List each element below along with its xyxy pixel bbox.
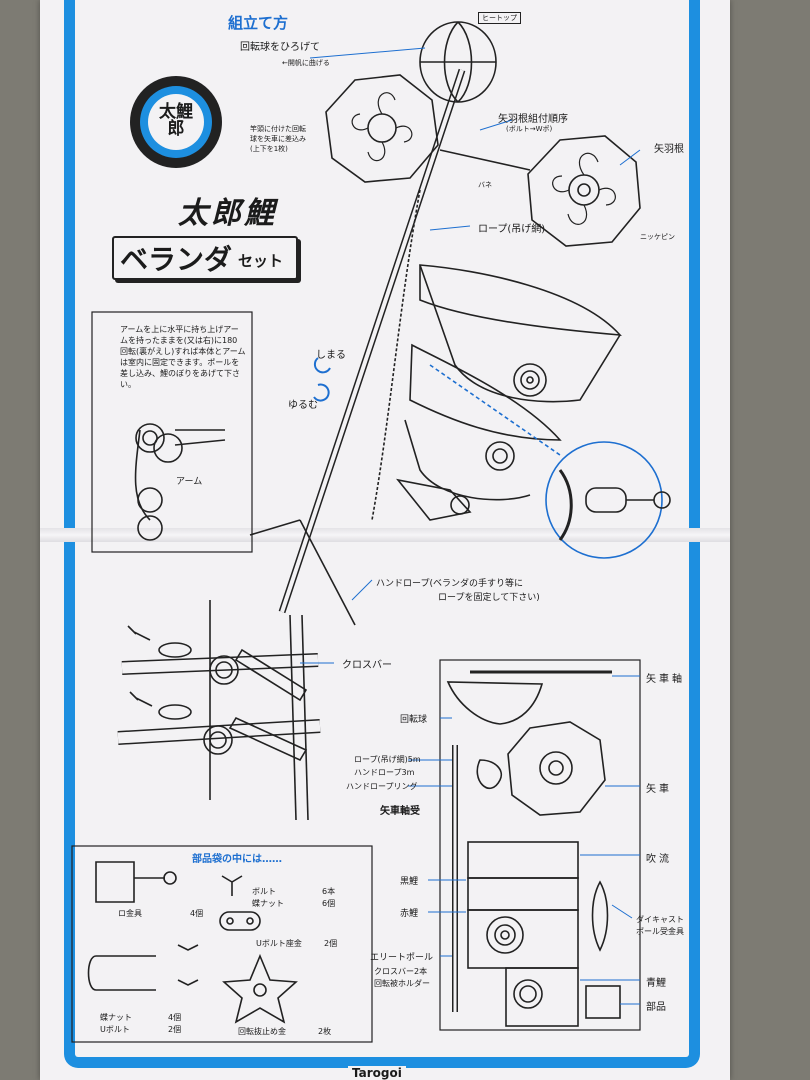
part-hand-rope: ハンドロープ3m (354, 768, 415, 777)
wing-order-sub: (ボルト→Wポ) (506, 125, 553, 133)
bag-bolt-qty: 6本 (322, 887, 336, 896)
bag-butterfly-nut: 蝶ナット (100, 1013, 132, 1022)
part-diecast2: ポール受金具 (636, 927, 684, 936)
wing-order: 矢羽根組付順序 (498, 114, 568, 125)
brand-title: 太郎鯉 (178, 196, 277, 231)
bag-wing-nut-qty: 6個 (322, 899, 336, 908)
bag-u-bolt: Uボルト (100, 1025, 130, 1034)
loosen-label: ゆるむ (288, 400, 318, 411)
page-title: 組立て方 (228, 14, 289, 32)
parts-bag-title: 部品袋の中には…… (192, 854, 282, 865)
bag-clamp: ロ金具 (118, 909, 142, 918)
bag-wing-nut: 蝶ナット (252, 899, 284, 908)
part-yaguruma: 矢車 (646, 784, 672, 795)
part-akagoi: 赤鯉 (400, 909, 419, 919)
logo-text: 太鯉郎 (159, 102, 193, 139)
tighten-label: しまる (316, 350, 346, 361)
hand-rope-line1: ハンドロープ(ベランダの手すり等に (376, 579, 523, 589)
insert-note-3: (上下を1枚) (250, 145, 288, 153)
insert-note-2: 球を矢車に差込み (250, 135, 306, 143)
part-rope: ロープ(吊げ網)5m (354, 755, 421, 764)
part-kaitenkyu: 回転球 (400, 715, 428, 725)
paper-fold (40, 528, 730, 542)
set-suffix: セット (238, 252, 284, 270)
set-label: ベランダ (120, 243, 233, 276)
bag-bolt: ボルト (252, 887, 276, 896)
spring-label: バネ (478, 181, 492, 189)
bag-stopper: 回転抜止め金 (238, 1027, 286, 1036)
arm-label: アーム (176, 477, 203, 487)
part-kurogoi: 黒鯉 (400, 877, 419, 887)
arm-instruction: アームを上に水平に持ち上げアームを持ったままを(又は右)に180 回転(裏がえし… (120, 325, 246, 389)
footer-brand: Tarogoi (348, 1066, 406, 1080)
bag-butterfly-qty: 4個 (168, 1013, 182, 1022)
bag-stopper-qty: 2枚 (318, 1027, 332, 1036)
part-elite-pole: エリートポール (370, 953, 434, 963)
step-spread-sub: ←開帆に曲げる (282, 59, 330, 67)
part-yaguruma-jikuuke: 矢車軸受 (380, 806, 420, 817)
pin-label: ニッケピン (640, 233, 675, 241)
rope-label: ロープ(吊げ網) (478, 224, 546, 235)
logo-core (148, 94, 204, 150)
bag-u-bolt-qty: 2個 (168, 1025, 182, 1034)
bag-u-plate: Uボルト座金 (256, 939, 302, 948)
top-tag: ヒートップ (478, 12, 521, 24)
hand-rope-line2: ロープを固定して下さい) (438, 593, 540, 603)
bag-u-plate-qty: 2個 (324, 939, 338, 948)
part-crossbar-holder2: 回転被ホルダー (374, 979, 430, 988)
part-aogoi: 青鯉 (646, 978, 666, 989)
insert-note-1: 竿頭に付けた回転 (250, 125, 306, 133)
yabane-label: 矢羽根 (654, 144, 684, 155)
step-spread: 回転球をひろげて (240, 42, 320, 53)
set-label-box (112, 236, 298, 280)
part-diecast: ダイキャスト (636, 915, 684, 924)
part-crossbar-holder1: クロスバー2本 (374, 967, 428, 976)
part-buhin: 部品 (646, 1002, 666, 1013)
part-fukinagashi: 吹流 (646, 854, 672, 865)
bag-clamp-qty: 4個 (190, 909, 204, 918)
cross-bar-label: クロスバー (342, 660, 392, 671)
part-yaguruma-jiku: 矢車軸 (646, 674, 685, 685)
part-hand-rope-ring: ハンドロープリング (346, 782, 418, 791)
